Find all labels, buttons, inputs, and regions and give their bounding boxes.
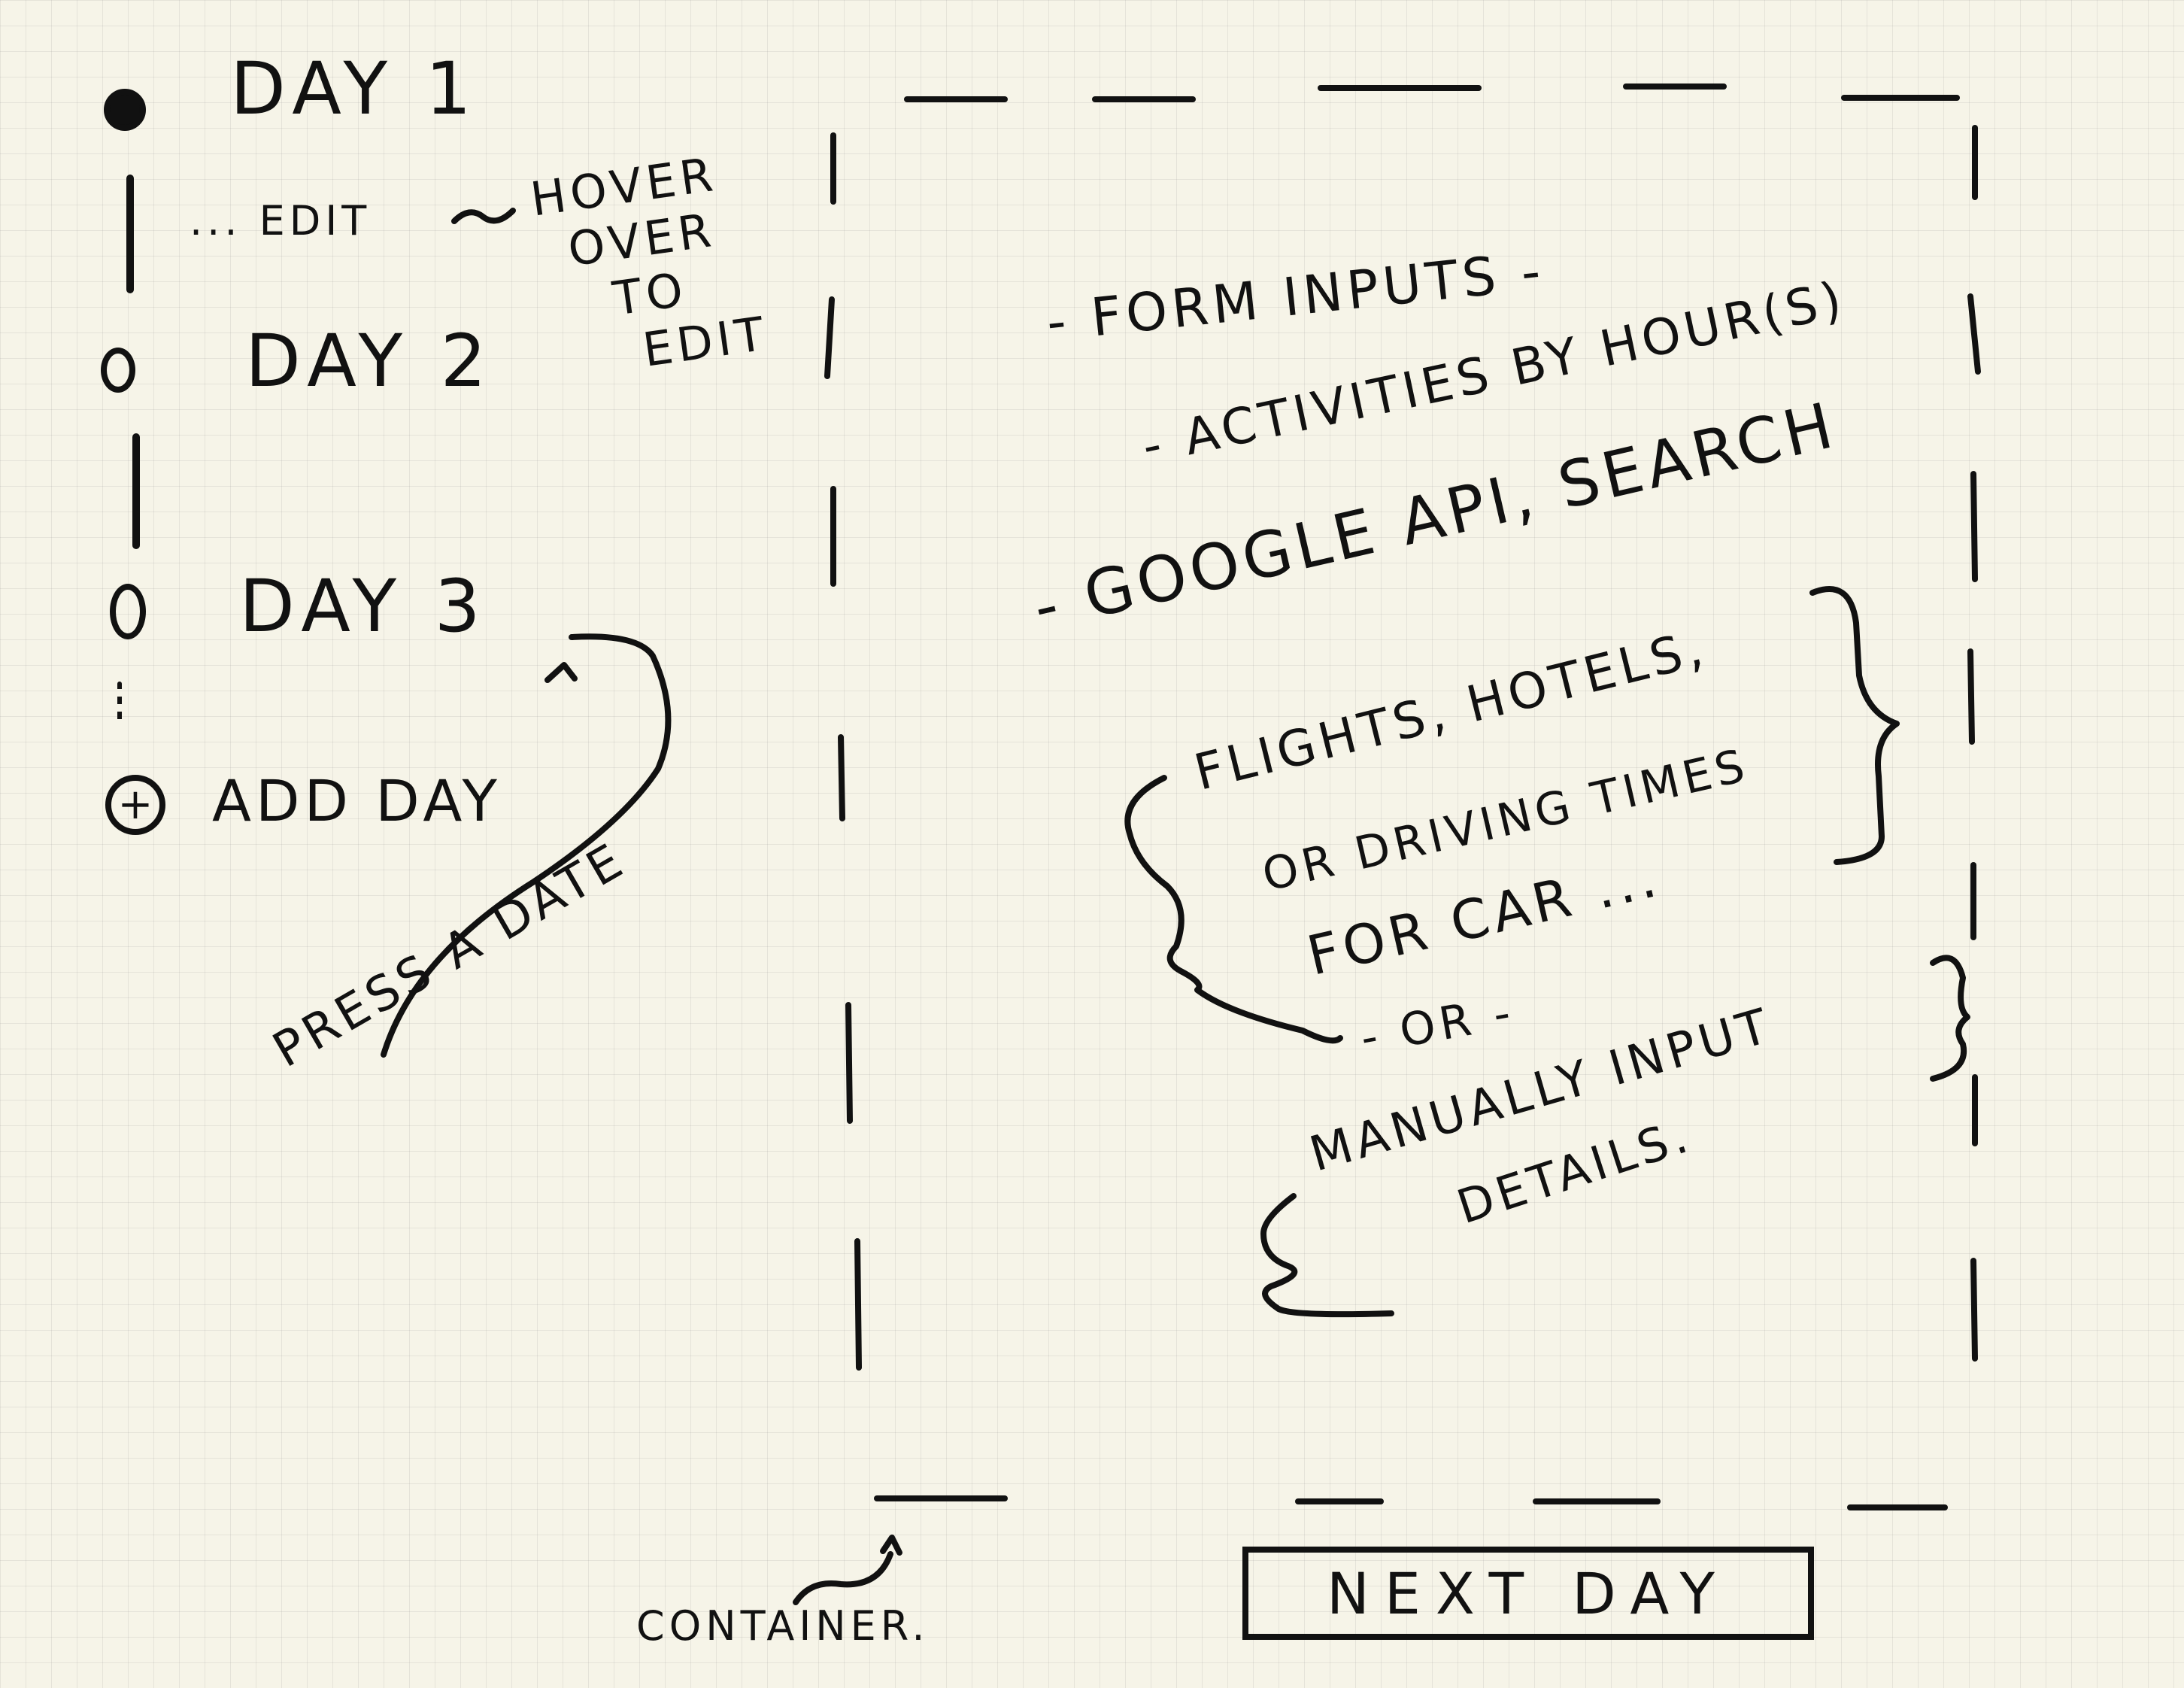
next-day-button[interactable]: Next Day <box>1242 1547 1814 1640</box>
day-3-label[interactable]: Day 3 <box>239 564 488 648</box>
hover-note: Hover over to edit <box>527 142 772 390</box>
empty-circle-icon[interactable] <box>110 584 146 639</box>
day-2-label[interactable]: Day 2 <box>245 319 494 403</box>
timeline-connector <box>126 175 134 293</box>
next-day-label: Next Day <box>1327 1559 1730 1627</box>
timeline-connector-dotted <box>117 682 122 727</box>
plus-circle-icon[interactable]: + <box>105 775 165 835</box>
timeline-connector <box>132 433 140 549</box>
add-day-button[interactable]: Add Day <box>212 767 502 834</box>
day-1-label[interactable]: Day 1 <box>230 47 479 131</box>
empty-circle-icon[interactable] <box>101 348 135 393</box>
edit-link[interactable]: ... Edit <box>190 197 372 244</box>
filled-circle-icon[interactable] <box>104 89 146 131</box>
container-label: Container. <box>636 1602 930 1650</box>
